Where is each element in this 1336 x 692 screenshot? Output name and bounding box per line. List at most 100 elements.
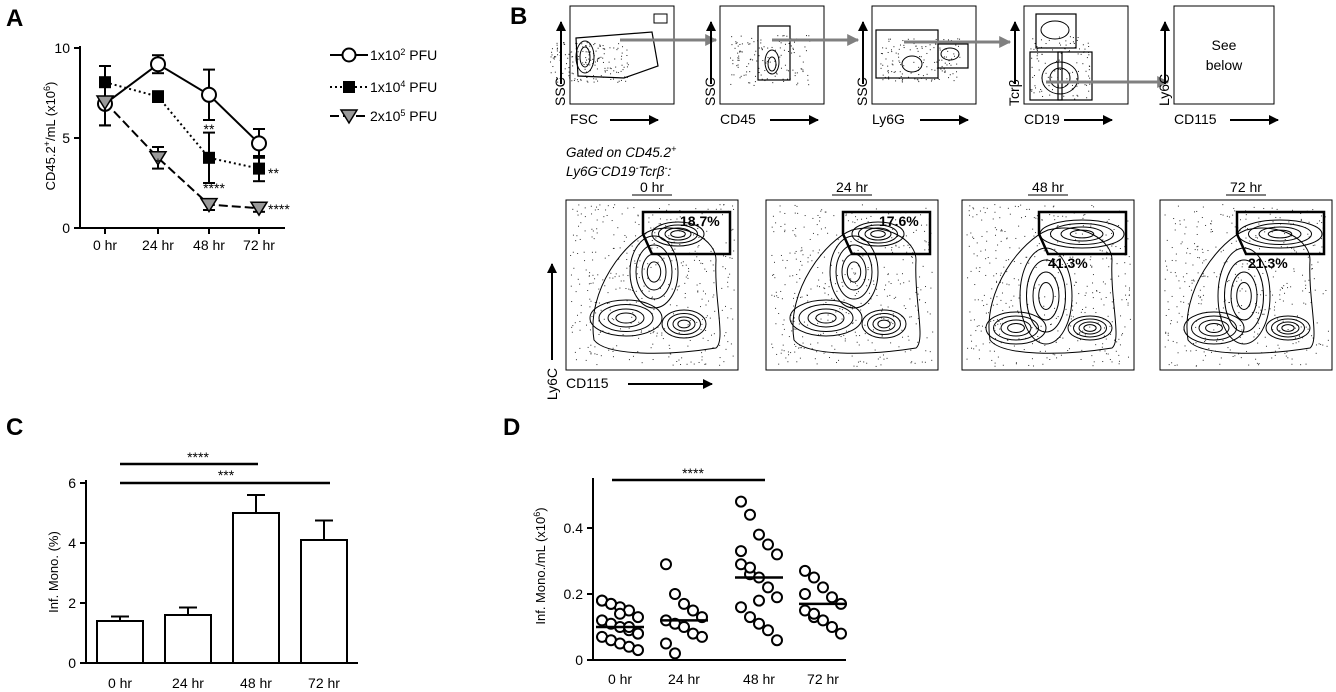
gating-dot <box>938 78 940 80</box>
contour-dot <box>591 213 593 215</box>
d-point <box>826 621 838 633</box>
contour-dot <box>1000 240 1002 242</box>
d-point <box>614 607 626 620</box>
contour-dot <box>1054 354 1056 356</box>
gating-dot <box>1035 87 1037 89</box>
contour-dot <box>725 332 727 334</box>
contour-dot <box>696 256 698 258</box>
contour-dot <box>1058 256 1060 258</box>
contour-dot <box>1300 212 1302 214</box>
contour-dot <box>661 259 663 261</box>
contour-envelope <box>988 227 1117 354</box>
contour-dot <box>697 291 699 293</box>
contour-dot <box>1124 326 1126 328</box>
contour-dot <box>880 364 882 366</box>
contour-dot <box>969 205 971 207</box>
d-point <box>735 601 747 614</box>
gating-dot <box>594 42 596 44</box>
contour-dot <box>589 321 591 323</box>
a-point-circle <box>201 86 217 103</box>
gating-dot <box>1073 42 1075 44</box>
gating-dot <box>1071 88 1073 90</box>
gating-dot <box>1049 94 1051 96</box>
contour-dot <box>844 338 846 340</box>
contour-dot <box>572 234 574 236</box>
gating-dot <box>784 43 786 45</box>
contour-dot <box>693 259 695 261</box>
contour-dot <box>993 320 995 322</box>
gating-dot <box>594 61 596 63</box>
contour-dot <box>1038 243 1040 245</box>
contour-dot <box>978 270 980 272</box>
c-bar <box>300 539 348 664</box>
contour-dot <box>1300 326 1302 328</box>
contour-dot <box>839 308 841 310</box>
contour-dot <box>1057 215 1059 217</box>
contour-dot <box>1205 355 1207 357</box>
contour-dot <box>1215 246 1217 248</box>
gating-dot <box>887 70 889 72</box>
contour-dot <box>1183 301 1185 303</box>
gating-dot <box>959 56 961 58</box>
contour-dot <box>801 264 803 266</box>
gating-dot <box>891 49 893 51</box>
contour-dot <box>1089 259 1091 261</box>
contour-dot <box>655 264 657 266</box>
contour-dot <box>927 311 929 313</box>
contour-dot <box>1168 308 1170 310</box>
gating-contour <box>767 56 777 72</box>
contour-dot <box>1170 323 1172 325</box>
contour-dot <box>639 260 641 262</box>
contour-dot <box>908 339 910 341</box>
gating-dot <box>787 78 789 80</box>
contour-dot <box>1287 287 1289 289</box>
contour-dot <box>895 296 897 298</box>
contour-dot <box>785 267 787 269</box>
contour-dot <box>1035 232 1037 234</box>
contour-line <box>1038 282 1054 310</box>
contour-dot <box>1174 229 1176 231</box>
contour-dot <box>702 225 704 227</box>
gating-dot <box>902 40 904 42</box>
gating-dot <box>749 82 751 84</box>
contour-dot <box>693 224 695 226</box>
contour-dot <box>868 292 870 294</box>
d-point <box>744 561 756 574</box>
gating-dot <box>1041 53 1043 55</box>
contour-dot <box>1118 360 1120 362</box>
contour-dot <box>635 290 637 292</box>
contour-dot <box>590 282 592 284</box>
gating-dot <box>572 73 574 75</box>
contour-dot <box>966 358 968 360</box>
contour-dot <box>674 268 676 270</box>
gating-dot <box>941 65 943 67</box>
contour-dot <box>637 215 639 217</box>
contour-dot <box>1284 292 1286 294</box>
contour-dot <box>624 234 626 236</box>
contour-dot <box>671 249 673 251</box>
contour-dot <box>816 351 818 353</box>
contour-dot <box>794 351 796 353</box>
contour-dot <box>671 243 673 245</box>
contour-dot <box>612 356 614 358</box>
contour-dot <box>612 350 614 352</box>
contour-dot <box>810 288 812 290</box>
c-x-tick-label: 72 hr <box>308 675 340 691</box>
contour-dot <box>592 282 594 284</box>
contour-dot <box>1014 205 1016 207</box>
contour-dot <box>572 208 574 210</box>
contour-dot <box>627 207 629 209</box>
contour-dot <box>607 292 609 294</box>
gating-dot <box>774 49 776 51</box>
contour-dot <box>1125 294 1127 296</box>
contour-dot <box>681 357 683 359</box>
contour-dot <box>631 289 633 291</box>
gating-dot <box>738 57 740 59</box>
contour-dot <box>662 338 664 340</box>
contour-dot <box>920 214 922 216</box>
contour-dot <box>1257 294 1259 296</box>
contour-dot <box>779 211 781 213</box>
contour-dot <box>1293 270 1295 272</box>
contour-dot <box>589 306 591 308</box>
